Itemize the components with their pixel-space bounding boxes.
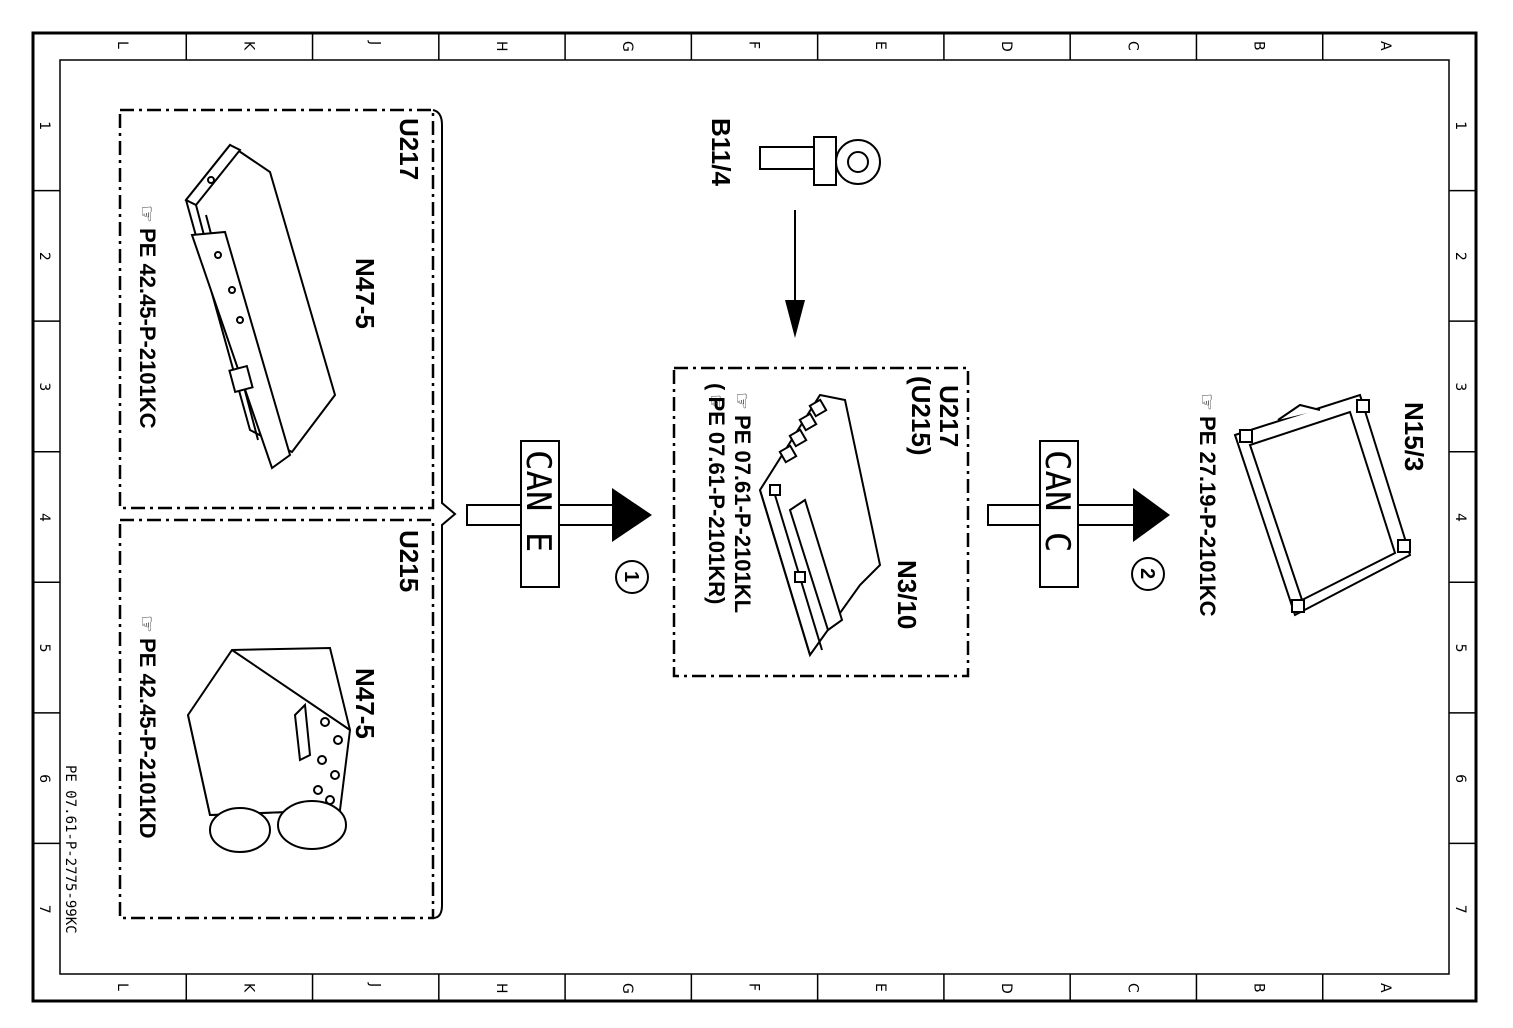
hand-pointer-icon: ☞ [1195, 393, 1217, 411]
grid-row-label: 6 [36, 774, 52, 783]
grid-row-label: 3 [36, 382, 52, 391]
component-label: B11/4 [706, 118, 736, 186]
step-number: 1 [620, 571, 642, 582]
grid-column-label: B [1251, 41, 1267, 51]
grid-row-label: 4 [36, 513, 52, 522]
grid-column-label: H [493, 983, 509, 994]
component-label: N47-5 [350, 258, 380, 329]
module-n47-5-u215-icon [186, 646, 352, 853]
grid-column-label: K [240, 41, 256, 51]
bus-can-c: CAN C 2 [987, 440, 1170, 591]
reference-label: PE 42.45-P-2101KC [135, 228, 160, 429]
grid-column-label: A [1377, 41, 1393, 51]
module-n15-3-icon [1233, 393, 1412, 617]
grid-column-label: E [872, 983, 888, 992]
arrow-head [612, 488, 652, 542]
grid-column-label: C [1124, 41, 1140, 51]
component-label: N47-5 [350, 668, 380, 739]
bus-can-e: CAN E 1 [466, 440, 652, 594]
group-right: N15/3 ☞ PE 27.19-P-2101KC [1195, 393, 1429, 617]
grid-labels: L L K K J J H H G G F F E E D D C C B B A A 1 1 2 2 3 3 4 4 5 5 6 6 7 7 [36, 40, 1468, 994]
arrow-head [1133, 488, 1170, 542]
grid-column-label: E [872, 41, 888, 50]
grid-column-label: B [1251, 983, 1267, 993]
module-n3-10-icon [758, 393, 882, 658]
arrow-head [785, 300, 805, 338]
step-circle [615, 560, 649, 594]
grid-column-label: K [240, 983, 256, 993]
hand-pointer-icon: ☞ [730, 392, 752, 410]
sensor-b11-4-icon [759, 136, 881, 186]
box-center [672, 366, 970, 678]
variant-alt-label: (U215) [906, 376, 936, 455]
group-left-upper: U217 N47-5 ☞ PE 42.45-P-2101KC [118, 108, 435, 510]
hand-pointer-icon: ☞ [135, 205, 157, 223]
grid-row-label: 7 [36, 905, 52, 914]
grid-row-label: 4 [1452, 513, 1468, 522]
group-sensor: B11/4 [706, 118, 881, 338]
grid-column-label: C [1124, 983, 1140, 993]
bus-label-box [1039, 440, 1079, 588]
grid-ticks [33, 33, 1476, 1001]
reference-right: ( PE 07.61-P-2101KR) [704, 383, 729, 604]
grid-column-label: G [619, 41, 635, 52]
hand-pointer-icon: ☞ [135, 615, 157, 633]
grid-column-label: J [367, 40, 383, 45]
grid-column-label: A [1377, 983, 1393, 993]
grid-row-label: 6 [1452, 774, 1468, 783]
inner-frame [59, 59, 1450, 975]
grid-row-label: 1 [1452, 121, 1468, 130]
box-left-upper [118, 108, 435, 510]
outer-frame [31, 31, 1478, 1003]
grid-row-label: 7 [1452, 905, 1468, 914]
grid-column-label: L [114, 41, 130, 49]
grid-column-label: D [998, 41, 1014, 52]
step-number: 2 [1136, 568, 1158, 579]
variant-label: U217 [934, 385, 964, 447]
grid-row-label: 5 [36, 644, 52, 653]
grid-column-label: F [746, 41, 762, 49]
group-bracket [432, 109, 457, 919]
grid-row-label: 5 [1452, 644, 1468, 653]
drawing-number: PE 07.61-P-2775-99KC [62, 765, 78, 934]
grid-column-label: F [746, 983, 762, 991]
grid-row-label: 2 [1452, 252, 1468, 261]
bus-label: CAN C [1037, 450, 1077, 552]
component-label: N3/10 [892, 560, 922, 629]
reference-left: PE 07.61-P-2101KL [730, 415, 755, 613]
grid-column-label: H [493, 41, 509, 52]
module-n47-5-u217-icon [184, 143, 337, 470]
step-circle [1131, 557, 1165, 591]
group-left-lower: U215 N47-5 ☞ PE 42.45-P-2101KD [118, 518, 435, 920]
variant-label: U217 [394, 118, 424, 180]
grid-column-label: D [998, 983, 1014, 994]
variant-label: U215 [394, 530, 424, 592]
reference-label: PE 27.19-P-2101KC [1195, 416, 1220, 617]
grid-row-label: 2 [36, 252, 52, 261]
bus-label: CAN E [518, 450, 558, 552]
grid-row-label: 3 [1452, 382, 1468, 391]
grid-row-label: 1 [36, 121, 52, 130]
reference-label: PE 42.45-P-2101KD [135, 638, 160, 839]
grid-column-label: L [114, 983, 130, 991]
component-label: N15/3 [1399, 402, 1429, 471]
grid-column-label: J [367, 982, 383, 987]
bus-label-box [520, 440, 560, 588]
group-center: U217 (U215) N3/10 ☞ PE 07.61-P-2101KL ( … [672, 366, 970, 678]
hand-pointer-icon: ☞ [704, 394, 726, 412]
grid-column-label: G [619, 983, 635, 994]
